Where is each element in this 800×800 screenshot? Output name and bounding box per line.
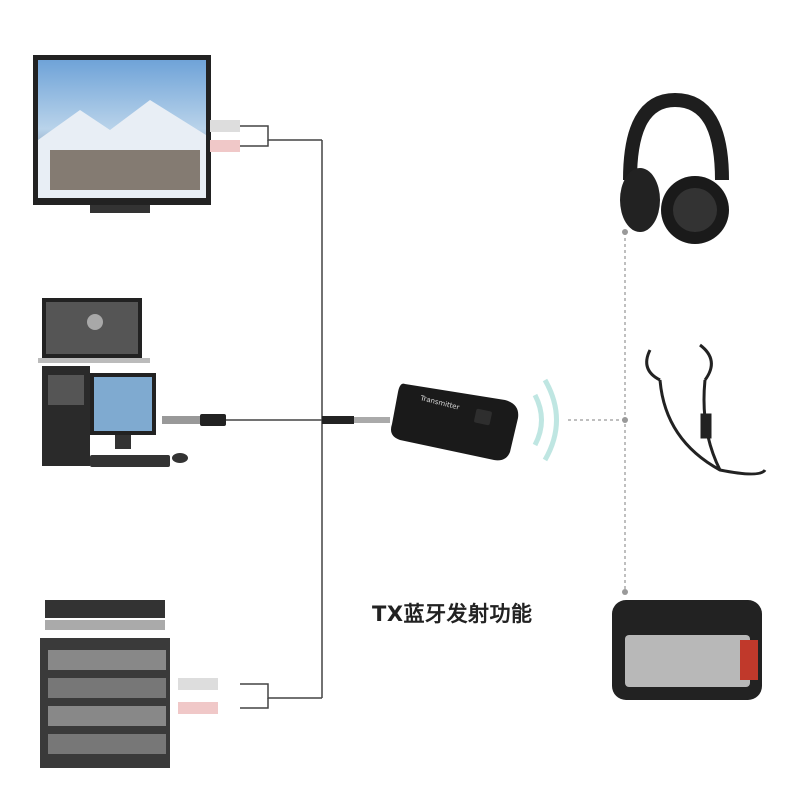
caption: TX蓝牙发射功能: [372, 602, 533, 626]
bluetooth-speaker-icon: [612, 600, 762, 700]
wireless-wave-icon: [532, 378, 559, 462]
dotted-connection: [568, 232, 626, 592]
amplifier-rack-icon: [40, 600, 218, 768]
audio-jack-icon: [322, 416, 390, 424]
headphones-icon: [620, 92, 729, 244]
bluetooth-transmitter-icon: Transmitter: [391, 383, 519, 461]
computer-icon: [38, 298, 226, 467]
earphones-icon: [645, 343, 767, 476]
tv-icon: [33, 55, 240, 213]
wires: [225, 125, 323, 709]
